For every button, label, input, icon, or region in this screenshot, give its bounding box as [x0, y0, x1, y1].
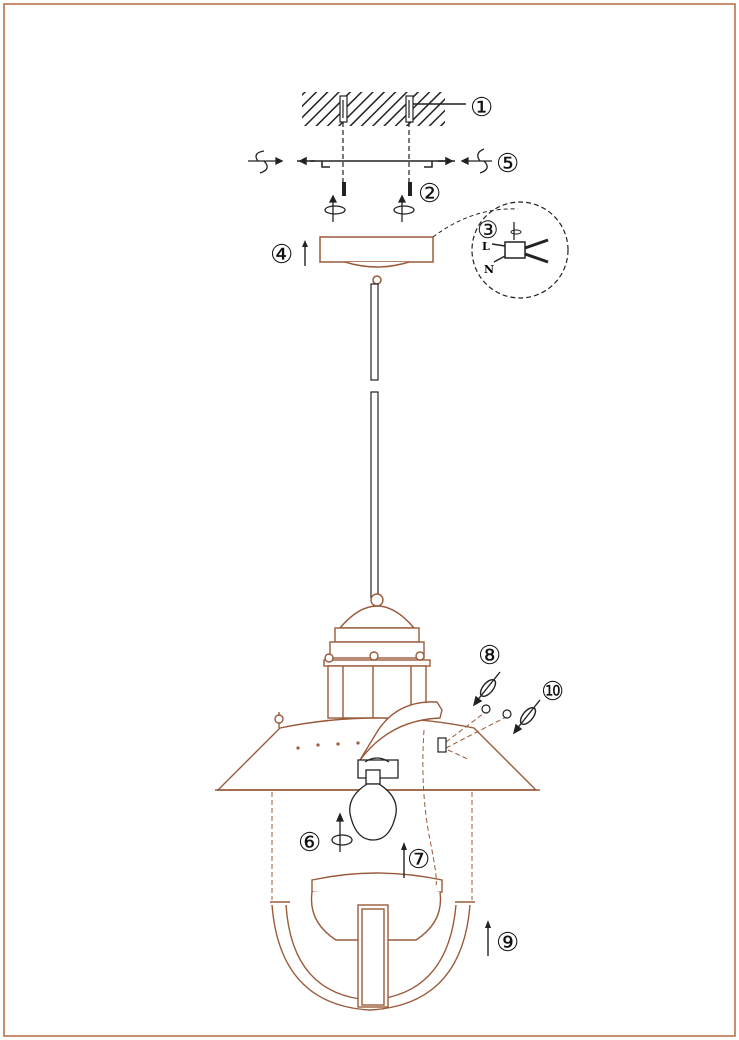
step-9-label: ⑨	[496, 928, 519, 958]
ceiling-anchors	[339, 95, 466, 185]
ceiling	[302, 92, 445, 126]
suspension-cord	[370, 283, 379, 599]
shade-holes	[296, 741, 360, 750]
screw-unscrew-icon-8	[472, 671, 501, 707]
lamp-cage	[323, 651, 431, 719]
cover-screws	[437, 704, 512, 753]
rotate-arrow-left-icon	[248, 150, 284, 174]
mounting-bracket	[297, 156, 455, 168]
step-4-label: ④	[270, 240, 293, 270]
live-wire-label: L	[482, 240, 490, 253]
bulb-rotate-icon	[331, 812, 353, 852]
step-2-label: ②	[418, 179, 441, 209]
screw-unscrew-icon-10	[512, 699, 541, 735]
wiring-detail: L N	[432, 201, 569, 299]
canopy	[319, 236, 434, 285]
guide-lines	[271, 709, 509, 900]
step-7-label: ⑦	[407, 845, 430, 875]
step-8-label: ⑧	[478, 641, 501, 671]
bottom-cage	[270, 901, 475, 1011]
step-6-label: ⑥	[298, 828, 321, 858]
rotate-arrow-right-icon	[460, 148, 492, 174]
step-1-label: ①	[470, 93, 493, 123]
screw-turn-icons	[324, 194, 415, 222]
lamp-cap	[329, 593, 425, 659]
up-arrow-icon-9	[485, 920, 491, 956]
up-arrow-icon	[302, 240, 308, 266]
step-5-label: ⑤	[496, 149, 519, 179]
page-border	[3, 3, 736, 1037]
step-3-label: ③	[477, 216, 499, 244]
step-10-label: ⑩	[541, 677, 564, 707]
neutral-wire-label: N	[484, 263, 494, 276]
light-bulb-icon	[349, 769, 397, 841]
up-arrow-icon-7	[401, 842, 407, 878]
bracket-screws	[342, 182, 412, 196]
